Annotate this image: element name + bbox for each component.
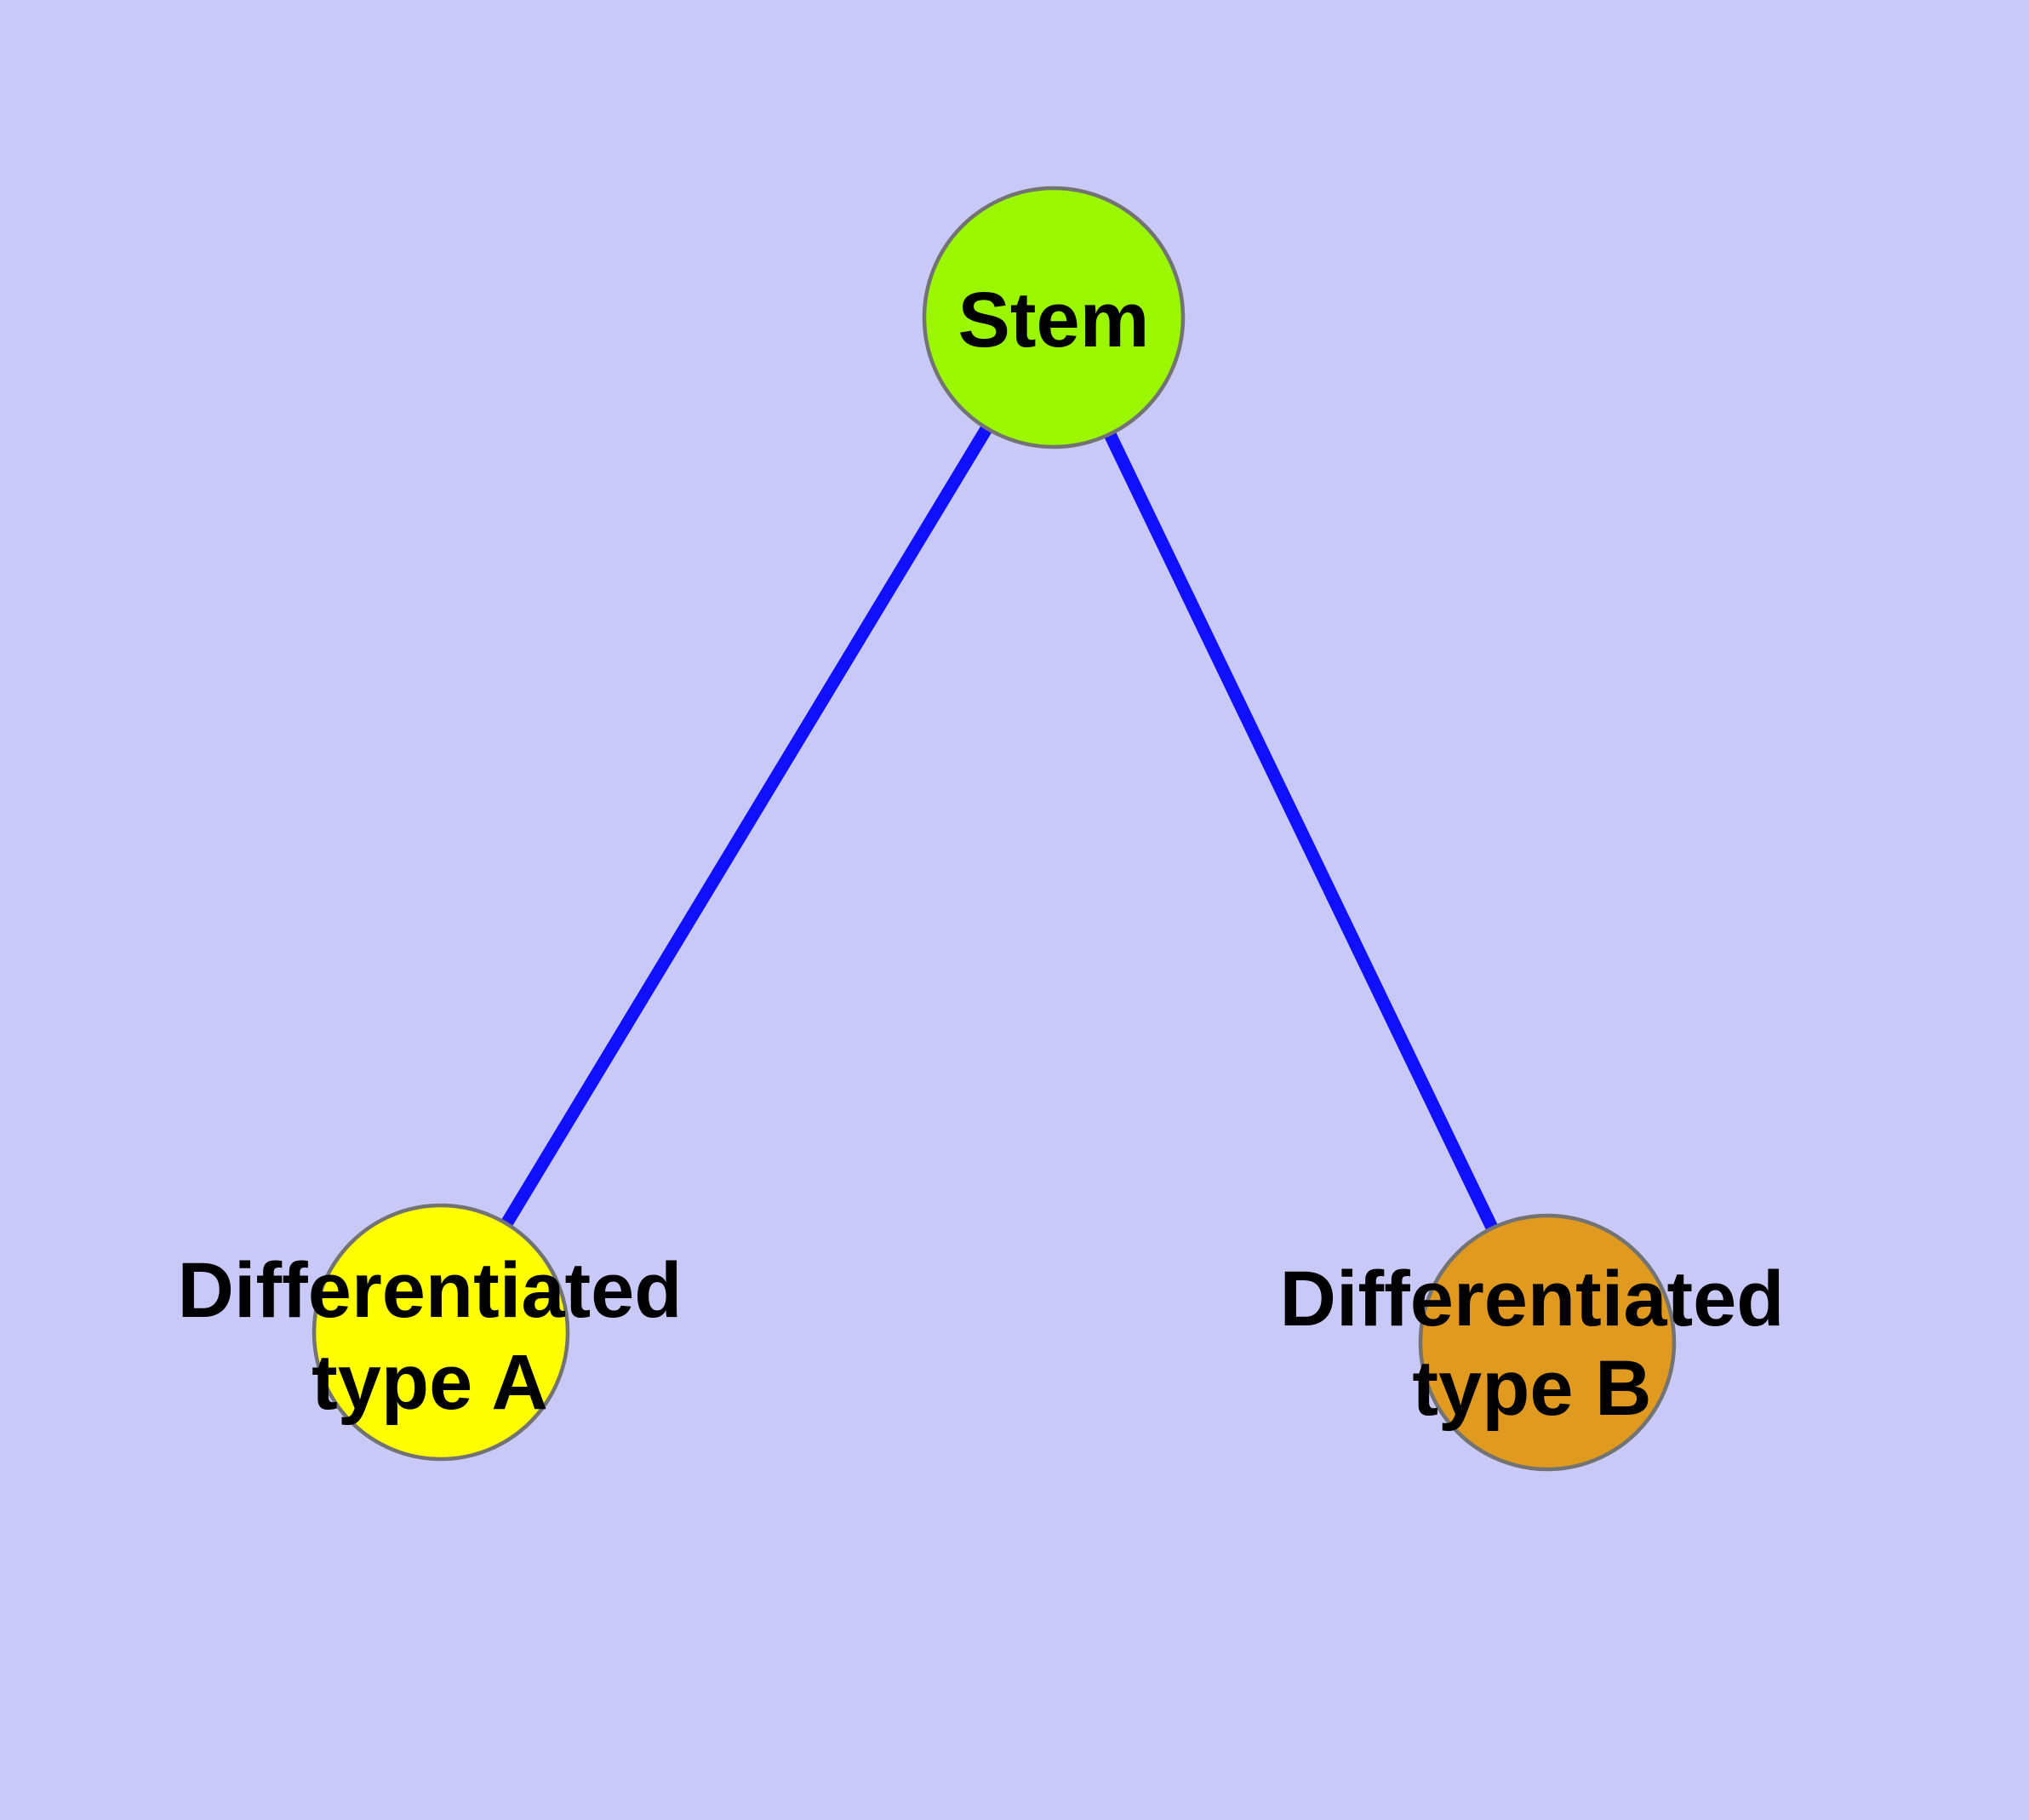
node-type-b-label-line1: Differentiated: [1280, 1256, 1785, 1342]
edge-stem-to-type-b: [1048, 314, 1553, 1346]
node-stem: [922, 186, 1186, 449]
node-type-b-label-line2: type B: [1412, 1345, 1651, 1432]
node-type-a-label-line1: Differentiated: [178, 1247, 683, 1334]
node-stem-label: Stem: [958, 277, 1150, 363]
node-differentiated-type-b: [1418, 1213, 1677, 1472]
edge-stem-to-type-a: [435, 314, 1060, 1336]
node-differentiated-type-a: [311, 1203, 570, 1462]
node-type-a-label-line2: type A: [311, 1339, 548, 1426]
